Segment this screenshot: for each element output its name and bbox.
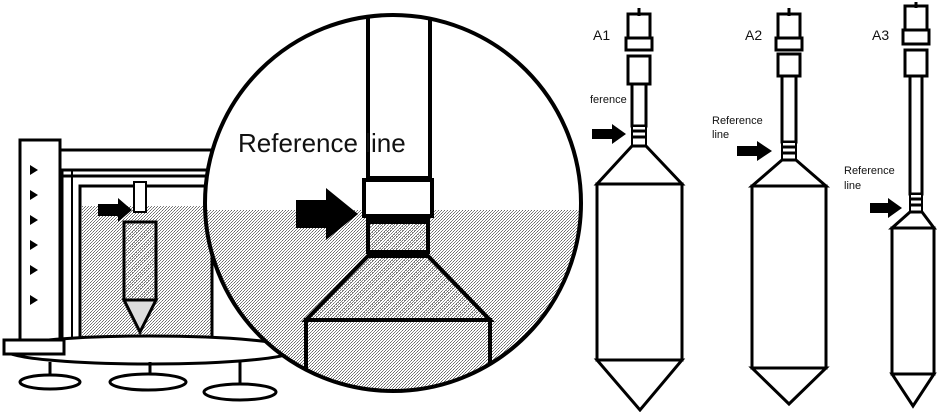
probe-a2-ref-label-2: line [712,129,729,141]
probe-a3: A3 Reference line [844,2,937,409]
probe-a2-title: A2 [745,27,762,43]
probe-a1-title: A1 [593,27,610,43]
magnified-view: Reference line [203,13,583,393]
reference-arrow [296,188,358,240]
mini-probe [122,220,158,302]
probe-a3-ref-label-2: line [844,180,861,192]
small-arrow [98,198,132,222]
lower-band [366,220,430,254]
probe-a1-arrow [592,124,626,144]
probe-a3-title: A3 [872,27,889,43]
probe-a3-ref-label-1: Reference [844,165,895,177]
magnifier-circle [203,13,583,393]
probe-stem [366,15,432,182]
probe-a1: A1 ference [590,8,686,412]
probe-a3-arrow [870,198,902,218]
legs [18,362,278,402]
probe-body [304,318,492,391]
reference-line-label: Reference line [238,128,406,158]
upper-band [362,178,434,218]
probe-a2-ref-label-1: Reference [712,115,763,127]
probe-a2: A2 Reference line [712,8,831,407]
left-column [18,138,62,347]
probe-a2-arrow [737,141,772,161]
probe-a1-ref-label: ference [590,94,627,106]
apparatus [2,138,297,402]
column-knobs [30,165,38,305]
